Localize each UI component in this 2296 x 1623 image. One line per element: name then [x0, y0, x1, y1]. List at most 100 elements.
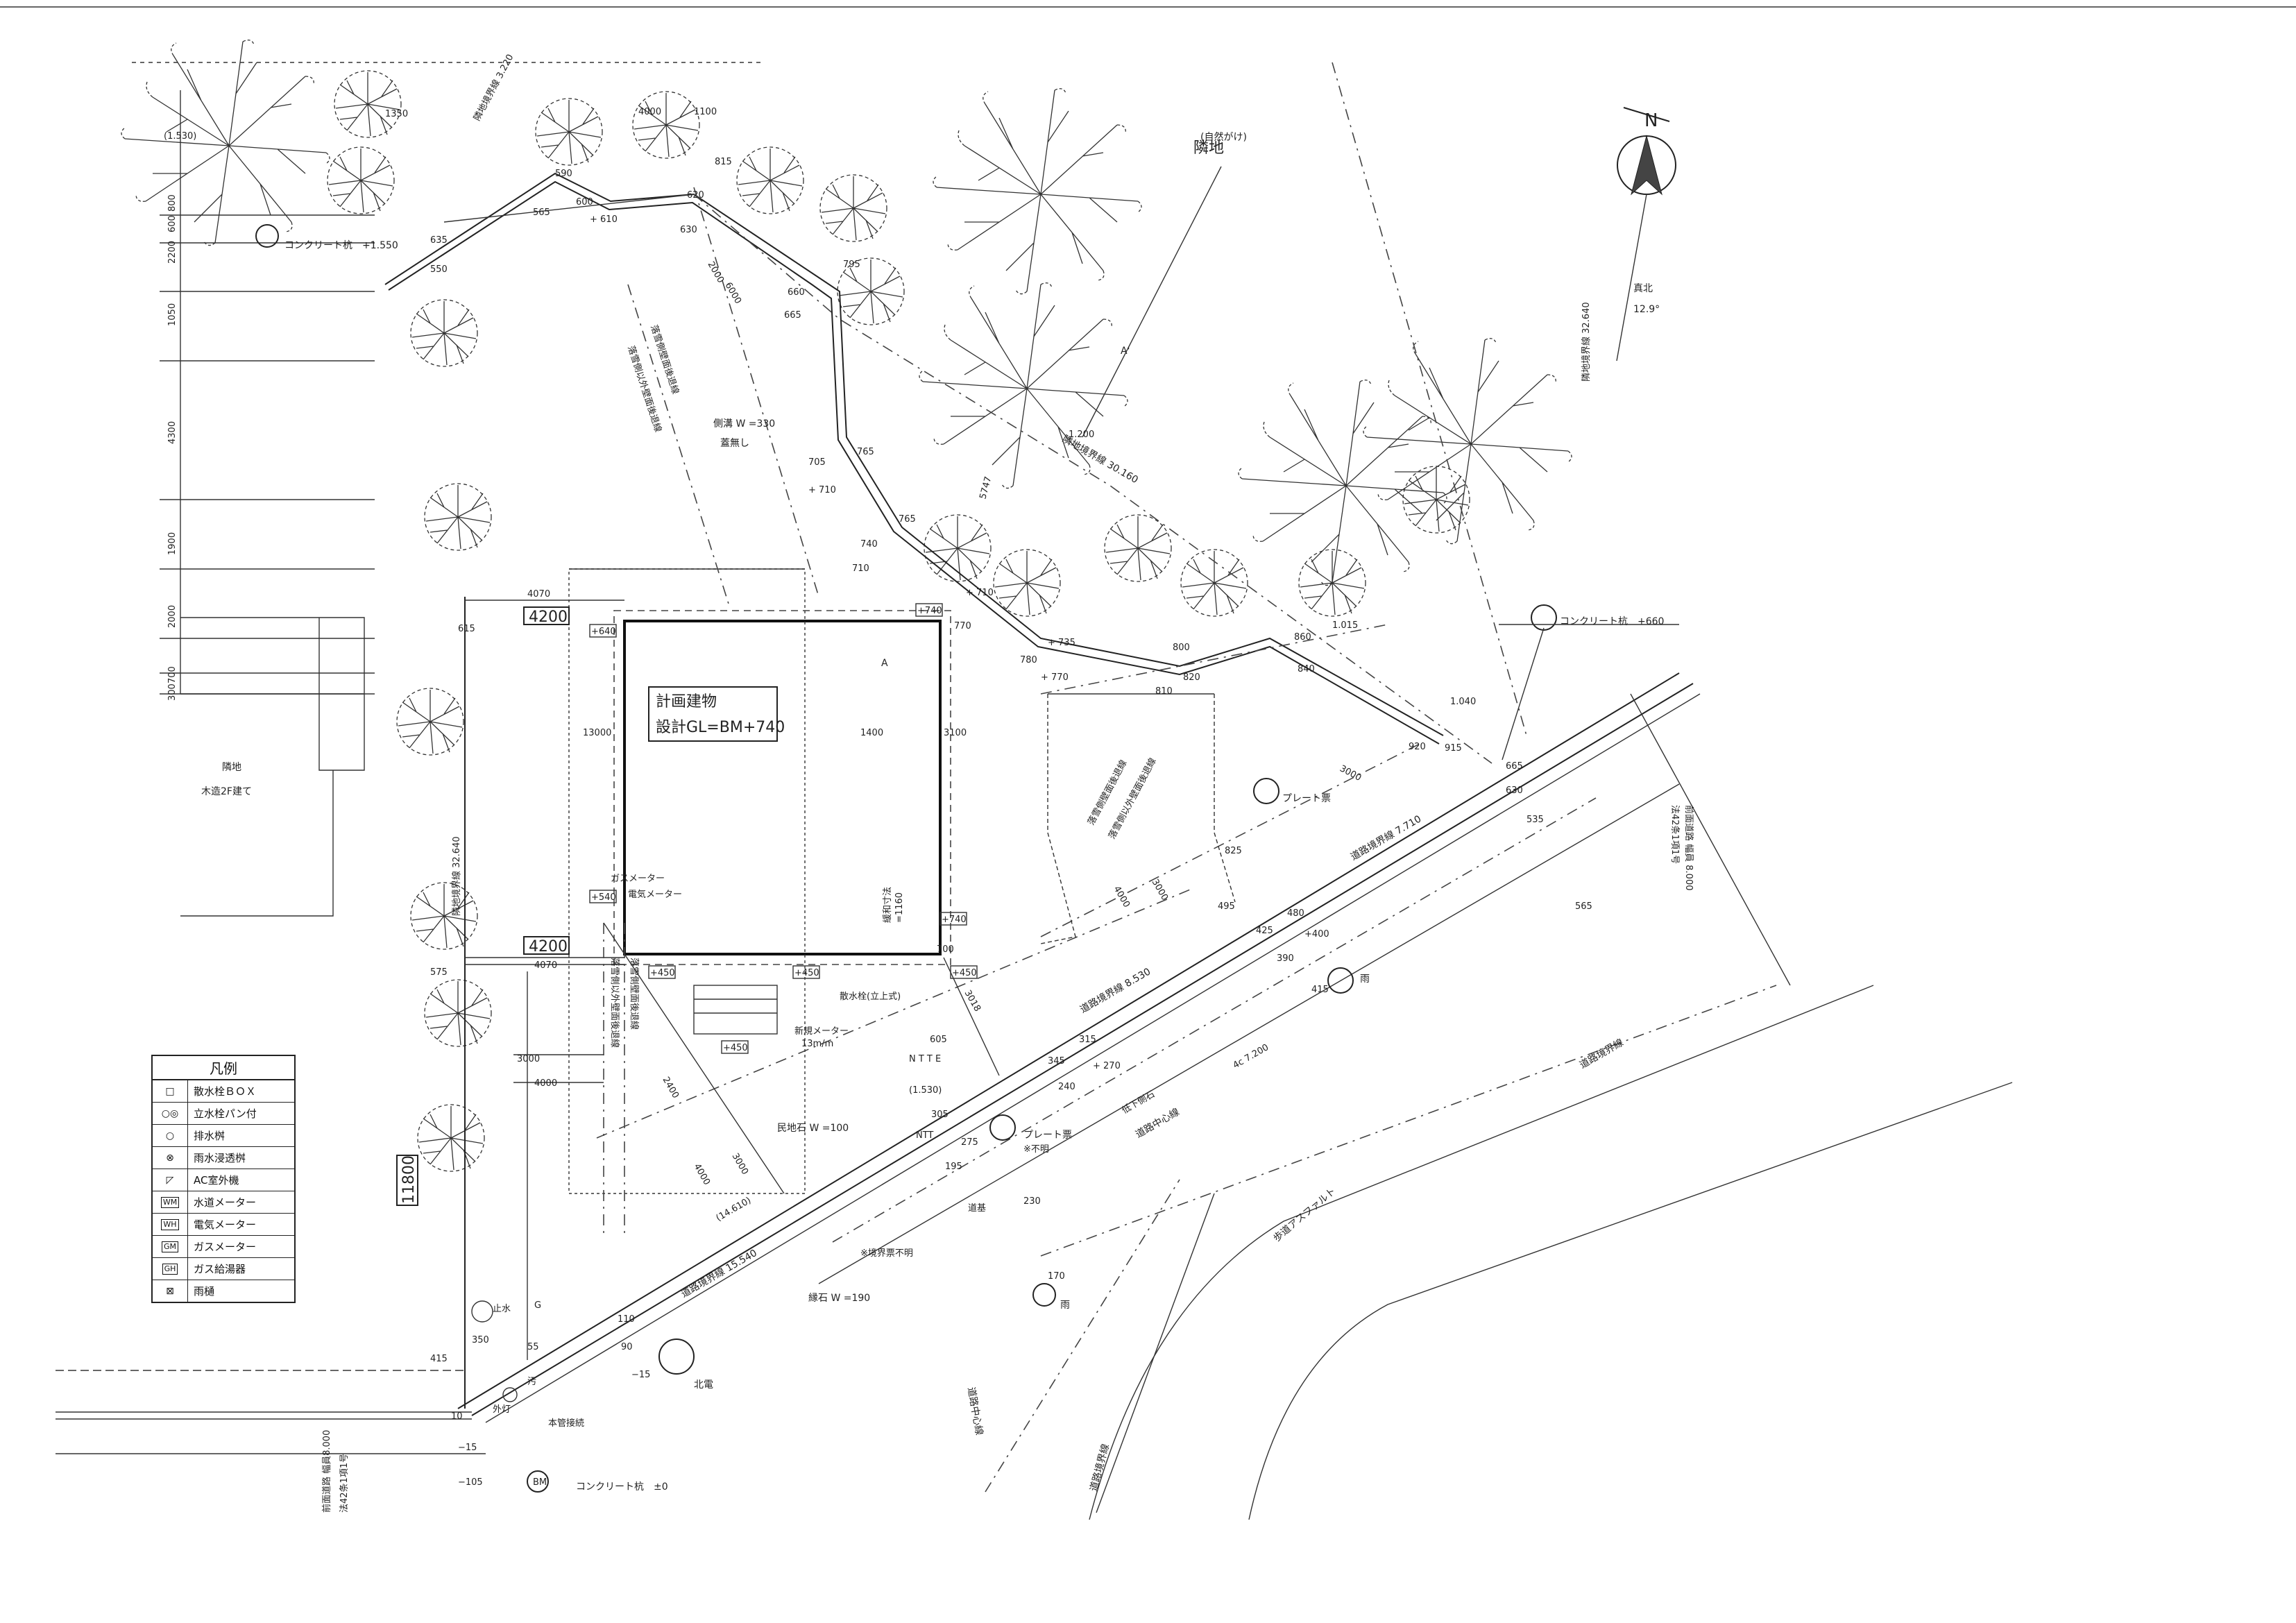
- tree: [417, 1104, 485, 1172]
- spot-level: 840: [1298, 664, 1315, 674]
- unclear-label-2: ※境界票不明: [860, 1248, 913, 1259]
- dim-4200-box-bottom: [523, 936, 570, 955]
- spot-level: 275: [961, 1137, 978, 1148]
- ac-unit-icon: ◸: [153, 1169, 188, 1191]
- road-boundary-label-4: 道路境界線 8.530: [1078, 966, 1153, 1015]
- spot-level: (1.530): [909, 1085, 942, 1096]
- tree: [334, 70, 402, 138]
- level-450-d: +450: [723, 1043, 748, 1053]
- spot-level: 230: [1023, 1196, 1041, 1207]
- road-boundary-label-3: 道路境界線 7.710: [1349, 813, 1423, 863]
- planned-building: 計画建物 設計GL=BM+740 1400 3100 13000 4200 42…: [430, 568, 978, 1194]
- road-boundary-label-5: 道路境界線 15.540: [679, 1248, 759, 1300]
- wood-house-label: 木造2F建て: [201, 786, 252, 797]
- slope-line: [1082, 166, 1222, 438]
- tree: [1238, 380, 1447, 586]
- spot-level: 565: [533, 207, 550, 218]
- spot-level: 825: [1225, 846, 1242, 856]
- gas-heater-icon-cell: GH: [153, 1258, 188, 1280]
- concrete-pile-marker-1: [255, 224, 279, 248]
- spot-level: 605: [930, 1035, 947, 1045]
- legend-row: GM ガスメーター: [153, 1236, 294, 1258]
- dim-4070-bottom: 4070: [534, 960, 557, 971]
- neighbor-top-label: 隣地: [1193, 139, 1224, 157]
- dim-6000: 6000: [723, 281, 744, 306]
- spot-level: 920: [1409, 742, 1426, 752]
- dim-4000-top: 4000: [638, 107, 661, 117]
- north-angle-label: 12.9°: [1633, 304, 1660, 315]
- legend-label: 雨樋: [194, 1285, 215, 1298]
- spot-level: 780: [1020, 655, 1037, 665]
- spot-level: 350: [472, 1335, 489, 1345]
- level-540: +540: [591, 892, 616, 903]
- new-meter-size: 13m/m: [801, 1039, 833, 1049]
- gentle-label: 緩和寸法: [883, 887, 893, 923]
- spot-level: −15: [458, 1443, 477, 1453]
- tree: [410, 299, 478, 367]
- tree: [396, 688, 464, 756]
- dim-2000-top: 2000: [706, 260, 726, 285]
- spot-level: 305: [931, 1110, 949, 1120]
- legend-row: ○◎ 立水栓パン付: [153, 1103, 294, 1125]
- dim-600: 600: [167, 215, 178, 232]
- dim-1900: 1900: [167, 532, 178, 555]
- spot-level: 770: [954, 621, 971, 631]
- spot-level: 535: [1527, 815, 1544, 825]
- dim-1350: 1350: [385, 109, 408, 119]
- legend-label: 排水桝: [194, 1130, 226, 1142]
- level-740-a: +740: [917, 606, 942, 616]
- dim-4070-top: 4070: [527, 589, 550, 600]
- legend-label: 雨水浸透桝: [194, 1152, 246, 1164]
- road-center-label-1: 道路中心線: [1134, 1107, 1182, 1141]
- lower-dimensions: 3000 4000 11800 4000 3000 4000 3000 3000…: [396, 763, 1363, 1360]
- spot-level: 620: [687, 190, 704, 201]
- level-450-b: +450: [794, 968, 819, 978]
- legend-row: WH 電気メーター: [153, 1214, 294, 1236]
- spot-level: 705: [808, 457, 826, 468]
- spot-level: 195: [945, 1162, 962, 1172]
- tree: [933, 88, 1142, 295]
- legend-row: ⊠ 雨樋: [153, 1280, 294, 1302]
- legend: 凡例 □ 散水栓ＢＯＸ ○◎ 立水栓パン付 ○ 排水桝 ⊗ 雨水浸透桝 ◸ AC…: [151, 1055, 296, 1303]
- spot-level: 700: [937, 944, 954, 955]
- north-arrow: N 真北 12.9° 隣地境界線 32.640: [1581, 107, 1676, 382]
- legend-label: 水道メーター: [194, 1196, 257, 1209]
- dim-11800: 11800: [400, 1155, 418, 1204]
- spot-level: 665: [784, 310, 801, 321]
- legend-label: ガスメーター: [194, 1241, 257, 1253]
- tree: [424, 979, 492, 1047]
- dim-4000-b: 4000: [1112, 885, 1132, 910]
- spot-level: 660: [788, 287, 805, 298]
- level-1200: 1.200: [1069, 430, 1094, 440]
- road-center-label-2: 道路中心線: [965, 1386, 985, 1436]
- dim-700: 700: [167, 666, 178, 683]
- level-640: +640: [591, 627, 616, 637]
- dim-5747: 5747: [978, 475, 994, 500]
- legend-row: ⊗ 雨水浸透桝: [153, 1147, 294, 1169]
- plate-label-1: プレート票: [1282, 793, 1331, 804]
- level-575: 575: [430, 967, 448, 978]
- road-front-right: 前面道路 幅員 8.000: [1683, 805, 1694, 890]
- spot-level: 810: [1155, 686, 1173, 697]
- tree: [993, 549, 1061, 617]
- spot-level: 665: [1506, 761, 1523, 772]
- boundary-top-label: 隣地境界線 30.160: [1060, 434, 1140, 486]
- faucet-pan-icon: ○◎: [153, 1103, 188, 1124]
- elec-meter-label: 電気メーター: [628, 889, 682, 900]
- gutter-icon: ⊠: [153, 1280, 188, 1302]
- tree: [327, 146, 395, 214]
- legend-label: 電気メーター: [194, 1218, 257, 1231]
- tree: [1104, 514, 1172, 582]
- boundary-left-label: 隣地境界線 32.640: [451, 836, 462, 916]
- water-meter-icon: WM: [160, 1196, 180, 1208]
- gentle-value: =1160: [894, 892, 905, 923]
- circle-icon: ○: [153, 1125, 188, 1146]
- dim-4300: 4300: [167, 421, 178, 444]
- level-740-b: +740: [942, 915, 967, 925]
- spot-level: 390: [1277, 953, 1294, 964]
- spot-level: +400: [1304, 929, 1329, 940]
- design-gl: 設計GL=BM+740: [656, 719, 785, 736]
- dim-4200-top: 4200: [529, 609, 568, 626]
- spot-level: 600: [576, 197, 593, 207]
- legend-row: ◸ AC室外機: [153, 1169, 294, 1191]
